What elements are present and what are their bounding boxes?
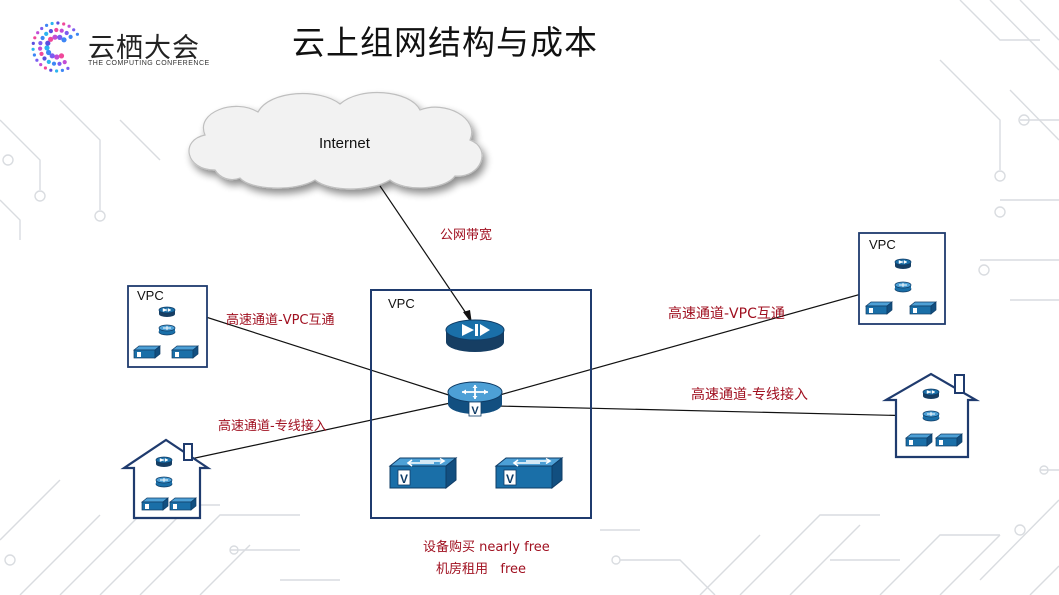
logo-dot [42, 56, 47, 61]
router-icon [158, 324, 176, 336]
cost-room-label: 机房租用 free [436, 562, 527, 577]
logo-dot [60, 68, 64, 72]
logo-dot [36, 31, 40, 35]
line-right-vpc [495, 285, 891, 397]
logo-dot [48, 36, 54, 42]
logo-dot [58, 53, 65, 59]
logo-dot [59, 28, 64, 33]
logo-dot [61, 37, 67, 43]
logo-dot [54, 54, 60, 60]
logo-dot [32, 53, 36, 57]
svg-text:V: V [471, 405, 479, 417]
switch-icon [389, 457, 457, 489]
logo-dot [40, 26, 44, 31]
switch-icon [935, 433, 963, 447]
logo-dot [43, 66, 47, 70]
logo-dot [31, 47, 35, 51]
logo-dot [49, 53, 55, 59]
logo-dot [72, 28, 76, 32]
line-left-dc [171, 401, 456, 464]
switch-icon [133, 345, 161, 359]
left-vpc-label: VPC [137, 288, 164, 303]
link-right-dc-label: 高速通道-专线接入 [691, 387, 809, 403]
firewall-icon [158, 306, 176, 318]
logo-dot [35, 58, 39, 62]
logo-dot [51, 61, 57, 66]
firewall-icon [894, 258, 912, 270]
switch-icon [141, 497, 169, 511]
logo-dot [38, 46, 43, 51]
logo-dot [45, 40, 51, 46]
logo-dot [56, 21, 60, 25]
center-vpc-label: VPC [388, 296, 415, 311]
logo-dot [31, 41, 35, 45]
center-vpc-box [370, 289, 592, 519]
internet-cloud-icon [188, 91, 483, 190]
logo-dot [33, 36, 37, 40]
logo-dot [68, 34, 73, 39]
firewall-icon [155, 456, 173, 468]
router-icon [894, 281, 912, 293]
switch-icon [865, 301, 893, 315]
logo-dot [57, 61, 62, 66]
switch-icon [171, 345, 199, 359]
link-left-dc-label: 高速通道-专线接入 [218, 419, 327, 434]
link-right-vpc-label: 高速通道-VPC互通 [668, 306, 785, 322]
logo-dot [64, 30, 69, 36]
internet-label: Internet [319, 135, 370, 152]
logo-subtitle: THE COMPUTING CONFERENCE [88, 60, 210, 67]
switch-icon [905, 433, 933, 447]
line-right-dc [495, 405, 921, 417]
logo-dot [62, 60, 67, 65]
right-vpc-label: VPC [869, 237, 896, 252]
firewall-icon [445, 319, 505, 352]
logo-dot [66, 66, 70, 70]
router-icon [922, 410, 940, 422]
line-internet-to-firewall [379, 185, 473, 323]
logo-dot [54, 27, 59, 33]
logo-dot [75, 32, 79, 36]
logo-dot [52, 34, 58, 40]
logo-dot [62, 22, 66, 26]
logo-dot [44, 31, 49, 36]
switch-icon [495, 457, 563, 489]
logo-dot [49, 68, 53, 72]
logo-dot [46, 59, 51, 64]
logo-dot [55, 69, 59, 73]
logo-dot [57, 34, 63, 40]
logo-dot [39, 63, 43, 67]
cost-equipment-label: 设备购买 nearly free [423, 540, 550, 555]
logo-dot [48, 29, 53, 34]
logo-dot [46, 49, 52, 56]
logo-dot [50, 21, 54, 26]
logo-dot [44, 45, 50, 51]
logo-dot [39, 51, 44, 56]
switch-icon [169, 497, 197, 511]
logo-dot [45, 23, 49, 27]
public-bandwidth-label: 公网带宽 [440, 228, 493, 243]
logo-dot [40, 35, 45, 41]
line-left-vpc [183, 309, 459, 399]
conference-logo: 云栖大会 THE COMPUTING CONFERENCE [30, 20, 230, 74]
logo-dot [67, 24, 71, 28]
link-left-vpc-label: 高速通道-VPC互通 [226, 313, 335, 328]
logo-dot [38, 41, 43, 46]
router-icon [155, 476, 173, 488]
logo-icon [31, 21, 79, 73]
logo-name: 云栖大会 [88, 33, 200, 64]
router-icon: V [447, 381, 503, 417]
switch-icon [909, 301, 937, 315]
page-title: 云上组网结构与成本 [292, 23, 598, 62]
firewall-icon [922, 388, 940, 400]
